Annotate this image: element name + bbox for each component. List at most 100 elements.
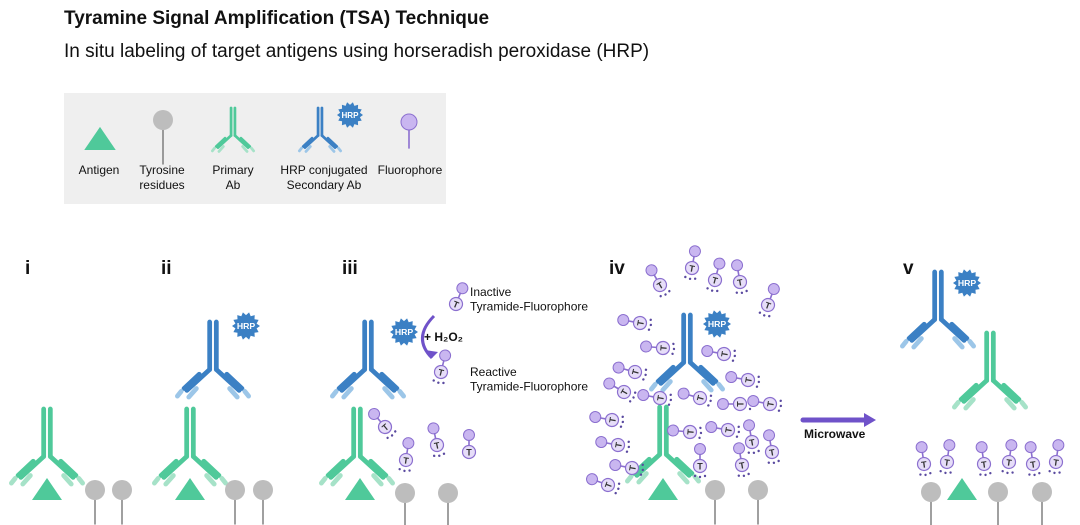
tyramide-body	[764, 444, 780, 460]
fluorophore-head	[731, 259, 744, 272]
arm	[320, 134, 337, 149]
tyramide-body	[616, 384, 632, 400]
radical-dot	[684, 275, 687, 279]
radical-dot	[748, 407, 752, 411]
tip	[20, 473, 33, 487]
radical-dot	[386, 436, 389, 440]
radical-dot	[644, 373, 647, 377]
tyramide-label: T	[711, 275, 719, 286]
arm	[303, 134, 320, 149]
tyrosine-icon	[112, 480, 132, 500]
radical-dot	[669, 398, 673, 402]
arm	[18, 454, 47, 480]
fluorophore-head	[1052, 439, 1065, 452]
antibody-icon	[175, 319, 251, 400]
tyramide-label: T	[451, 299, 460, 311]
tyramide-link	[921, 451, 924, 458]
fluorophore-icon	[400, 113, 418, 131]
radical-dot	[989, 472, 992, 475]
tip	[660, 379, 673, 393]
light-chain	[325, 458, 346, 478]
radical-dot	[659, 294, 662, 298]
tip	[242, 388, 251, 399]
tyramide-body	[916, 456, 932, 472]
radical-dot	[709, 394, 713, 397]
fluorophore-head	[677, 387, 690, 400]
radical-dot	[779, 399, 782, 403]
hrp-burst	[390, 318, 418, 346]
arm	[190, 454, 219, 480]
radical-dot	[621, 415, 624, 419]
tyramide-link	[947, 449, 950, 456]
light-chain	[239, 136, 252, 148]
tyramide-link	[627, 320, 634, 323]
radical-dot	[619, 425, 623, 428]
tip	[76, 475, 85, 486]
tyramide-body	[1048, 454, 1064, 470]
radical-dot	[1058, 471, 1061, 474]
tyramide-link	[457, 292, 462, 299]
hrp-icon: HRP	[390, 318, 418, 346]
radical-dot	[672, 342, 675, 346]
radical-dot	[1006, 471, 1009, 475]
tyramide-label: T	[1005, 457, 1012, 468]
arm	[368, 367, 397, 393]
arm	[658, 360, 687, 386]
tyramide-body	[744, 434, 760, 450]
tyramide-body	[1001, 454, 1017, 470]
tyramide-fluorophore-icon: T	[589, 411, 625, 428]
tyramide-body	[655, 340, 671, 356]
arm	[909, 317, 938, 343]
light-chain	[301, 136, 314, 148]
antigen-icon	[32, 478, 62, 500]
tyramide-fluorophore-icon: T	[692, 443, 708, 479]
radical-dot	[747, 451, 751, 454]
tyramide-label: T	[433, 440, 441, 451]
tyramide-label: T	[688, 263, 696, 274]
fluorophore-head	[975, 441, 988, 454]
fluorophore-head	[1024, 441, 1037, 454]
radical-dot	[649, 323, 653, 327]
tip	[217, 145, 225, 153]
fluorophore-head	[717, 398, 729, 410]
tyramide-body	[684, 260, 700, 276]
tip	[967, 338, 976, 349]
radical-dot	[641, 463, 644, 467]
radical-dot	[403, 469, 406, 473]
radical-dot	[698, 436, 701, 440]
radical-dot	[432, 454, 436, 458]
fluorophore-head	[640, 340, 653, 353]
tip	[204, 473, 217, 487]
radical-dot	[979, 473, 982, 476]
fluorophore-head	[705, 421, 718, 434]
light-chain	[906, 321, 927, 341]
tyramide-label: T	[943, 457, 950, 468]
fluorophore-head	[763, 429, 776, 442]
tyramide-fluorophore-icon: T	[637, 389, 673, 406]
fluorophore-head	[463, 429, 475, 441]
tyramide-label: T	[658, 344, 668, 351]
tyrosine-icon	[921, 482, 941, 502]
tyramide-fluorophore-icon: T	[448, 282, 469, 312]
tyramide-fluorophore-icon: T	[603, 377, 637, 403]
radical-dot	[772, 461, 776, 465]
light-chain	[58, 458, 79, 478]
light-chain	[224, 371, 245, 391]
light-chain	[201, 458, 222, 478]
tyramide-link	[1056, 449, 1059, 456]
tyramide-link	[605, 442, 612, 445]
tyramide-body	[448, 296, 464, 312]
tyramide-label: T	[764, 300, 773, 311]
tyramide-body	[716, 346, 732, 362]
light-chain	[214, 136, 227, 148]
tyramide-fluorophore-icon: T	[701, 345, 737, 362]
tyramide-label: T	[603, 480, 614, 489]
arm	[938, 317, 967, 343]
tip	[911, 336, 924, 350]
tyramide-label: T	[1052, 457, 1059, 468]
radical-dot	[777, 459, 780, 463]
legend-label-primary-ab: Primary Ab	[212, 163, 254, 192]
light-chain	[326, 136, 339, 148]
light-chain	[698, 364, 719, 384]
